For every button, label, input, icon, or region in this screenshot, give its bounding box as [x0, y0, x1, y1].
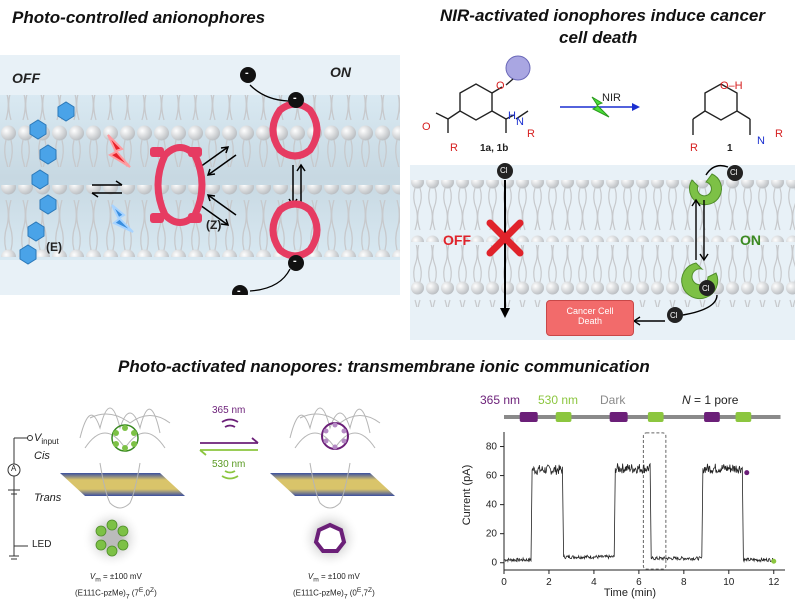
light-segment-530 [555, 412, 572, 422]
anionophore-off-label: OFF [12, 70, 40, 86]
carrier-top-icon [688, 173, 722, 206]
anionophore-on-label: ON [330, 64, 351, 80]
y-tick-label: 60 [486, 471, 498, 482]
highlight-box [642, 432, 667, 570]
light-segment-530 [647, 412, 664, 422]
x-tick-label: 8 [681, 577, 687, 588]
nir-off-label: OFF [443, 232, 471, 248]
title-nanopores: Photo-activated nanopores: transmembrane… [118, 357, 650, 376]
legend-dark: Dark [600, 393, 626, 407]
cis-label: Cis [34, 450, 50, 462]
x-tick-label: 6 [636, 577, 642, 588]
pore-top-view-open [82, 508, 142, 568]
x-tick-label: 0 [501, 577, 507, 588]
atom-r: R [775, 128, 783, 140]
light-state-bar [504, 412, 781, 570]
nir-light-icon [591, 96, 610, 118]
legend-365: 365 nm [480, 393, 520, 407]
compound-1a-label: 1a, 1b [480, 143, 509, 154]
trans-label: Trans [34, 492, 62, 504]
end-marker [744, 470, 750, 476]
x-tick-label: 2 [546, 577, 552, 588]
ammeter-label: A [11, 464, 17, 473]
isomer-e-label: (E) [46, 240, 62, 254]
atom-oh: O–H [720, 80, 743, 92]
atom-r: R [527, 128, 535, 140]
light-segment-530 [735, 412, 752, 422]
end-marker [771, 558, 777, 564]
compound-1a-structure [435, 83, 529, 133]
y-tick-label: 20 [486, 529, 498, 540]
legend-pore-prefix: N [682, 393, 691, 407]
chloride-label: Cl [670, 311, 678, 320]
vm-left-caption: Vm = ±100 mV (E111C-pzMe)7 (7E,0Z) [75, 572, 157, 602]
y-tick-label: 40 [486, 500, 498, 511]
anion-sign: - [293, 92, 297, 104]
atom-o: O [496, 80, 505, 92]
legend-530: 530 nm [538, 393, 578, 407]
chart-axes: 0 2 4 6 8 10 12 0 20 40 60 80 [486, 432, 785, 588]
vm-right-caption: Vm = ±100 mV (E111C-pzMe)7 (0E,7Z) [293, 572, 375, 602]
title-anionophores: Photo-controlled anionophores [12, 8, 266, 27]
anion-icons [232, 67, 304, 295]
light-segment-365 [609, 412, 628, 422]
y-tick-label: 0 [491, 558, 497, 569]
vm-right-line2: (E111C-pzMe)7 (0E,7Z) [293, 586, 375, 600]
title-nir-line2: cell death [559, 28, 638, 47]
v-input-label: Vinput [34, 432, 59, 447]
atom-n: N [757, 135, 765, 147]
nir-label: NIR [602, 92, 621, 104]
blocked-x-icon [486, 219, 524, 257]
isomer-z-label: (Z) [206, 218, 222, 232]
cancer-box-line2: Death [577, 316, 603, 326]
photocage-group-icon [505, 55, 531, 81]
on-state-molecule-bottom [269, 200, 321, 260]
vm-right-line1: Vm = ±100 mV [307, 572, 360, 584]
current-trace [503, 462, 777, 564]
red-light-icon [107, 134, 131, 168]
atom-r: R [690, 142, 698, 154]
trace-line [503, 462, 774, 564]
chloride-label: Cl [500, 166, 508, 175]
wavelength-365-label: 365 nm [212, 405, 246, 416]
nir-panel [410, 55, 795, 340]
cancer-cell-death-box: Cancer Cell Death [546, 300, 634, 336]
nanopore-panel [7, 407, 395, 568]
legend-pore-suffix: = 1 pore [694, 393, 739, 407]
anion-sign: - [245, 67, 249, 79]
light-segment-365 [704, 412, 720, 422]
atom-o: O [422, 121, 431, 133]
anion-sign: - [237, 285, 241, 297]
atom-n: N [516, 116, 524, 128]
anion-sign: - [293, 255, 297, 267]
x-axis-label: Time (min) [604, 587, 656, 599]
nir-on-label: ON [740, 232, 761, 248]
wavelength-530-label: 530 nm [212, 459, 246, 470]
led-label: LED [32, 539, 52, 550]
anionophore-panel [0, 55, 400, 295]
chloride-label: Cl [702, 284, 710, 293]
title-nir-line1: NIR-activated ionophores induce cancer [440, 6, 765, 25]
x-tick-label: 4 [591, 577, 597, 588]
vm-left-line2: (E111C-pzMe)7 (7E,0Z) [75, 586, 157, 600]
compound-1-label: 1 [727, 143, 733, 154]
y-axis-label: Current (pA) [461, 465, 473, 526]
y-tick-label: 80 [486, 442, 498, 453]
light-segment-365 [519, 412, 538, 422]
blue-light-icon [111, 204, 134, 233]
compound-1-structure [692, 83, 751, 135]
atom-r: R [450, 142, 458, 154]
x-tick-label: 10 [723, 577, 735, 588]
e-isomer-molecule [19, 101, 75, 265]
cancer-box-line1: Cancer Cell [566, 306, 614, 316]
x-tick-label: 12 [768, 577, 780, 588]
vm-left-line1: Vm = ±100 mV [89, 572, 142, 584]
atom-h: H [508, 110, 516, 122]
chloride-label: Cl [730, 168, 738, 177]
